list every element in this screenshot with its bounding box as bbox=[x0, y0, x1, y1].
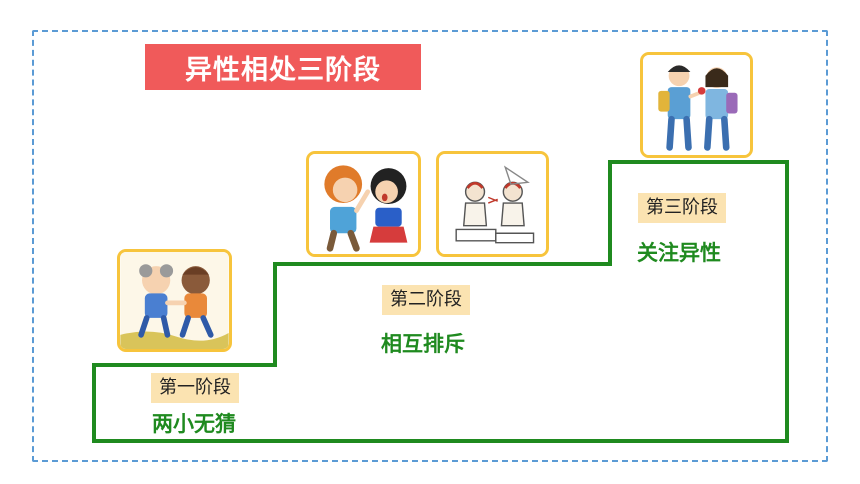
stage-3-image bbox=[640, 52, 753, 158]
stage-3-label: 第三阶段 bbox=[638, 193, 726, 223]
stage-3-description: 关注异性 bbox=[637, 241, 721, 265]
stage-1-image bbox=[117, 249, 232, 352]
stage-2-label: 第二阶段 bbox=[382, 285, 470, 315]
students-quarreling-sketch-icon bbox=[439, 154, 546, 254]
stage-1-description: 两小无猜 bbox=[152, 412, 236, 436]
stage-2-description: 相互排斥 bbox=[381, 332, 465, 356]
boy-giving-flower-icon bbox=[643, 55, 750, 155]
boy-girl-arguing-icon bbox=[309, 154, 418, 254]
children-holding-hands-icon bbox=[120, 252, 229, 349]
stage-2-image-b bbox=[436, 151, 549, 257]
stage-1-label: 第一阶段 bbox=[151, 373, 239, 403]
page-title: 异性相处三阶段 bbox=[145, 44, 421, 90]
stage-2-image-a bbox=[306, 151, 421, 257]
dashed-frame bbox=[32, 30, 828, 462]
